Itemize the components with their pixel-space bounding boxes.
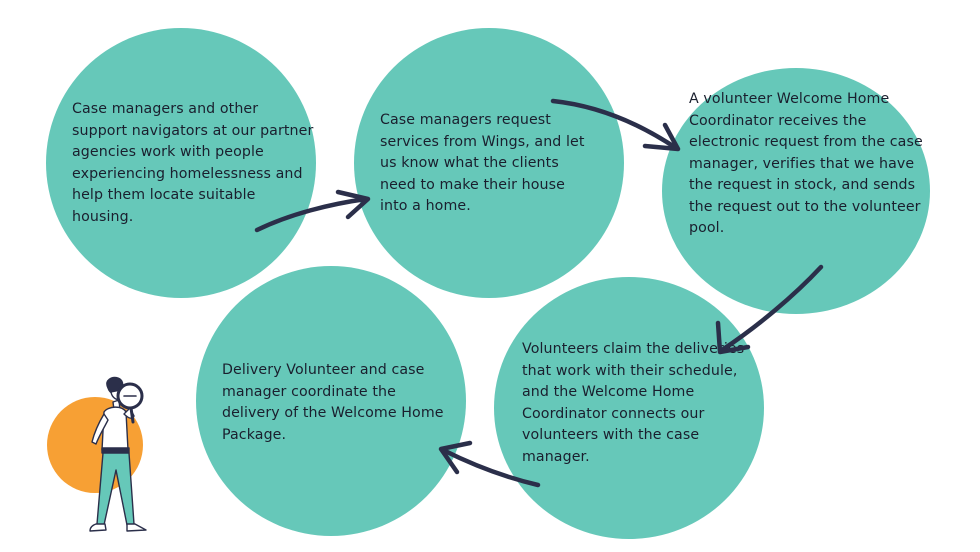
arrow-step-1-to-2-icon [254,189,371,233]
step-1-text: Case managers and other support navigato… [72,101,314,225]
arrow-step-3-to-4-icon [715,264,824,355]
step-4-circle [494,277,764,539]
step-1-circle [46,28,316,298]
arrow-step-2-to-3-icon [550,98,681,152]
arrow-step-4-to-5-icon [438,440,541,488]
person-with-magnifying-glass-icon [89,376,147,532]
step-2-circle [354,28,624,298]
step-2-text: Case managers request services from Wing… [380,112,585,214]
step-5-circle [196,266,466,536]
step-3-circle [662,68,930,314]
step-3-text: A volunteer Welcome Home Coordinator rec… [689,91,923,236]
step-5-text: Delivery Volunteer and case manager coor… [222,362,444,443]
step-4-text: Volunteers claim the deliveries that wor… [522,341,745,465]
